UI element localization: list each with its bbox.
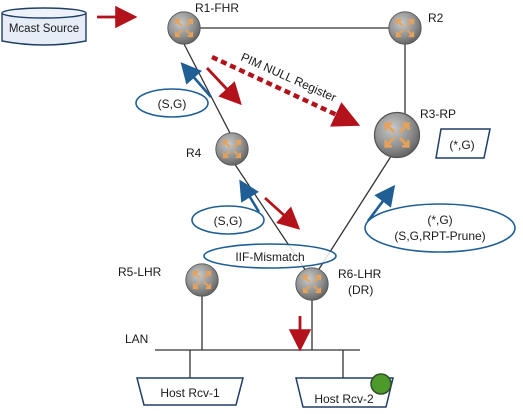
register-arrow: [211, 54, 361, 127]
data-flow-arrows: [97, 5, 361, 352]
link-r1-r4: [182, 41, 233, 138]
state-ellipse: [135, 88, 209, 118]
router-r3: R3-RP: [373, 107, 456, 159]
router-r2: R2: [387, 10, 444, 46]
host-rcv2-label: Host Rcv-2: [314, 392, 374, 406]
arrow-r4-to-r6: [264, 196, 301, 230]
router-r6: R6-LHR (DR): [294, 266, 382, 302]
router-r1: R1-FHR: [166, 1, 239, 46]
state-r1-sg: (S,G): [135, 88, 209, 118]
arrow-join-to-r4: [239, 179, 261, 213]
router-r2-label: R2: [428, 11, 444, 25]
state-ellipse: [203, 243, 337, 269]
arrow-r1-to-r4: [205, 67, 242, 106]
router-r4: R4: [186, 131, 250, 167]
state-rp-star-g: (*,G): [435, 128, 491, 159]
state-r6-join-line2: (S,G,RPT-Prune): [394, 229, 485, 243]
router-icon: [214, 131, 250, 167]
host-rcv1-label: Host Rcv-1: [160, 386, 220, 400]
state-r6-join: (*,G) (S,G,RPT-Prune): [364, 203, 516, 253]
router-r4-label: R4: [186, 146, 202, 160]
router-icon: [184, 262, 220, 298]
state-rp-star-g-text: (*,G): [449, 138, 474, 152]
router-icon: [294, 266, 330, 302]
router-r1-label: R1-FHR: [195, 1, 239, 15]
source-cylinder-top: [1, 7, 87, 19]
router-r3-label: R3-RP: [420, 107, 456, 121]
router-r5-label: R5-LHR: [118, 265, 162, 279]
arrow-join-to-rp: [366, 184, 396, 222]
router-icon: [166, 10, 202, 46]
state-ellipse: [364, 203, 516, 253]
state-r6-join-line1: (*,G): [427, 213, 452, 227]
router-icon: [373, 111, 421, 159]
host-rcv1: Host Rcv-1: [136, 377, 244, 406]
lan-label: LAN: [125, 332, 148, 346]
router-r6-label: R6-LHR: [338, 267, 382, 281]
arrow-join-to-r1: [180, 62, 212, 98]
host-rcv2: Host Rcv-2: [295, 373, 394, 408]
state-r4-sg-text: (S,G): [214, 214, 243, 228]
state-iif-mismatch: IIF-Mismatch: [203, 243, 337, 269]
receiver-active-indicator: [370, 373, 392, 395]
source-cylinder: [1, 13, 87, 46]
router-r6-sublabel: (DR): [348, 283, 373, 297]
state-trapezoid: [435, 128, 491, 159]
source-label: Mcast Source: [9, 23, 79, 35]
host-trapezoid: [295, 377, 394, 408]
router-icon: [387, 10, 423, 46]
host-trapezoid: [136, 377, 244, 406]
multicast-source: Mcast Source: [1, 7, 87, 46]
join-flow-arrows: [180, 62, 396, 222]
state-iif-mismatch-text: IIF-Mismatch: [235, 250, 304, 264]
state-r1-sg-text: (S,G): [158, 97, 187, 111]
register-label: PIM NULL Register: [239, 50, 339, 105]
router-r5: R5-LHR: [118, 262, 220, 298]
state-r4-sg: (S,G): [191, 205, 265, 235]
state-ellipse: [191, 205, 265, 235]
